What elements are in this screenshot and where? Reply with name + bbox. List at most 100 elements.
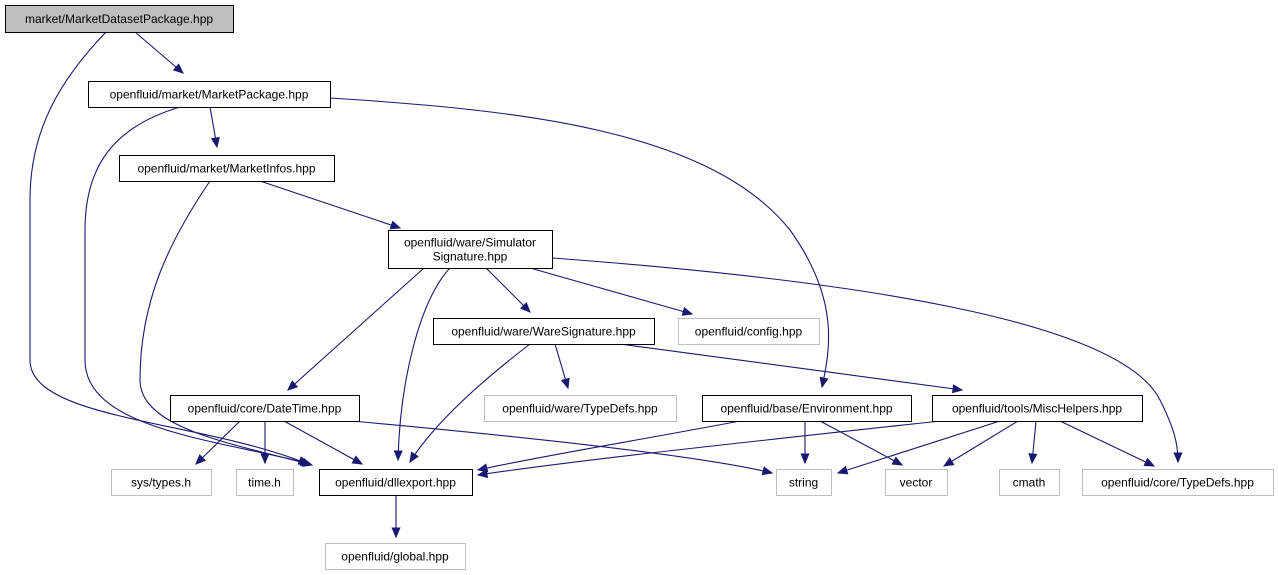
arrow-head-icon <box>210 136 220 149</box>
edge-line <box>477 420 941 476</box>
node-label: openfluid/ware/TypeDefs.hpp <box>502 402 658 416</box>
node-label: openfluid/market/MarketPackage.hpp <box>110 88 309 102</box>
node-box <box>702 395 912 422</box>
node-global: openfluid/global.hpp <box>325 543 466 570</box>
arrow-head-icon <box>681 307 694 316</box>
node-box <box>319 469 473 496</box>
node-box <box>170 395 360 422</box>
arrow-head-icon <box>520 302 531 313</box>
node-ware-signature[interactable]: openfluid/ware/WareSignature.hpp <box>433 318 655 345</box>
node-label: openfluid/core/DateTime.hpp <box>188 402 342 416</box>
node-sys-types: sys/types.h <box>111 469 212 496</box>
node-label: cmath <box>1013 476 1046 490</box>
edge-line <box>287 267 425 391</box>
edge-simulator_signature-to-ware_signature <box>485 267 531 313</box>
node-box <box>236 469 294 496</box>
node-box <box>5 5 234 33</box>
node-dllexport[interactable]: openfluid/dllexport.hpp <box>319 469 473 496</box>
edge-dllexport-to-global <box>391 495 401 539</box>
edge-datetime-to-sys_types <box>195 420 241 465</box>
node-market-infos[interactable]: openfluid/market/MarketInfos.hpp <box>119 155 335 182</box>
edge-line <box>477 420 741 471</box>
node-environment[interactable]: openfluid/base/Environment.hpp <box>702 395 912 422</box>
arrow-head-icon <box>1173 452 1183 464</box>
node-box <box>433 318 655 345</box>
arrow-head-icon <box>951 384 964 394</box>
arrow-head-icon <box>391 527 401 539</box>
arrow-head-icon <box>476 463 489 473</box>
edge-line <box>837 420 1001 474</box>
edge-simulator_signature-to-datetime <box>287 267 425 391</box>
arrow-head-icon <box>476 469 489 479</box>
arrow-head-icon <box>800 453 810 465</box>
edge-line <box>329 97 830 388</box>
edge-misc_helpers-to-dllexport <box>476 420 941 479</box>
node-box <box>388 230 553 269</box>
node-box <box>999 469 1060 496</box>
edge-line <box>139 180 313 466</box>
node-market-package[interactable]: openfluid/market/MarketPackage.hpp <box>88 81 331 108</box>
edge-line <box>283 420 363 465</box>
edge-datetime-to-time_h <box>260 421 270 465</box>
node-label: openfluid/ware/WareSignature.hpp <box>451 325 636 339</box>
edge-line <box>351 420 773 474</box>
node-misc-helpers[interactable]: openfluid/tools/MiscHelpers.hpp <box>932 395 1143 422</box>
edge-market_package-to-market_infos <box>209 106 220 149</box>
edge-line <box>551 257 1179 463</box>
node-box <box>885 469 948 496</box>
edge-market_infos-to-simulator_signature <box>259 180 402 230</box>
edges-layer <box>29 31 1183 539</box>
node-box <box>932 395 1143 422</box>
edge-environment-to-vector <box>819 420 904 466</box>
edge-misc_helpers-to-core_typedefs <box>1059 420 1156 467</box>
edge-market_dataset-to-market_package <box>134 31 184 74</box>
arrow-head-icon <box>172 63 184 74</box>
edge-ware_signature-to-ware_typedefs <box>554 343 570 390</box>
arrow-head-icon <box>301 458 314 467</box>
node-box <box>484 395 677 422</box>
node-label: openfluid/base/Environment.hpp <box>720 402 892 416</box>
node-box <box>325 543 466 570</box>
node-box <box>111 469 212 496</box>
arrow-head-icon <box>287 380 299 391</box>
node-label: openfluid/ware/Simulator <box>404 236 536 250</box>
node-datetime[interactable]: openfluid/core/DateTime.hpp <box>170 395 360 422</box>
edge-environment-to-dllexport <box>476 420 741 473</box>
edge-simulator_signature-to-dllexport <box>393 267 451 462</box>
edge-ware_signature-to-misc_helpers <box>619 343 964 394</box>
node-ware-typedefs: openfluid/ware/TypeDefs.hpp <box>484 395 677 422</box>
arrow-head-icon <box>409 451 419 464</box>
arrow-head-icon <box>389 220 402 230</box>
edge-line <box>29 31 309 465</box>
arrow-head-icon <box>1143 457 1156 467</box>
arrow-head-icon <box>560 377 570 390</box>
edge-market_infos-to-dllexport <box>139 180 314 467</box>
edge-line <box>943 420 1019 467</box>
arrow-head-icon <box>942 457 955 467</box>
arrow-head-icon <box>393 450 403 462</box>
arrow-head-icon <box>351 455 364 465</box>
edge-misc_helpers-to-string <box>836 420 1001 475</box>
edge-line <box>819 420 903 466</box>
node-label: sys/types.h <box>131 476 191 490</box>
node-box <box>678 318 820 345</box>
edge-misc_helpers-to-vector <box>942 420 1019 467</box>
node-label: string <box>789 476 818 490</box>
edge-ware_signature-to-dllexport <box>409 343 531 464</box>
arrow-head-icon <box>761 466 774 476</box>
edge-line <box>397 267 451 461</box>
nodes-layer: market/MarketDatasetPackage.hppopenfluid… <box>5 5 1274 570</box>
edge-misc_helpers-to-cmath <box>1028 420 1038 465</box>
arrow-head-icon <box>819 376 829 389</box>
node-core-typedefs: openfluid/core/TypeDefs.hpp <box>1082 469 1274 496</box>
node-label: openfluid/market/MarketInfos.hpp <box>137 162 315 176</box>
node-label: openfluid/core/TypeDefs.hpp <box>1101 476 1254 490</box>
edge-environment-to-string <box>800 421 810 465</box>
edge-line <box>134 31 184 74</box>
node-string: string <box>776 469 832 496</box>
node-cmath: cmath <box>999 469 1060 496</box>
edge-simulator_signature-to-core_typedefs <box>551 257 1183 464</box>
node-label: openfluid/global.hpp <box>341 550 449 564</box>
